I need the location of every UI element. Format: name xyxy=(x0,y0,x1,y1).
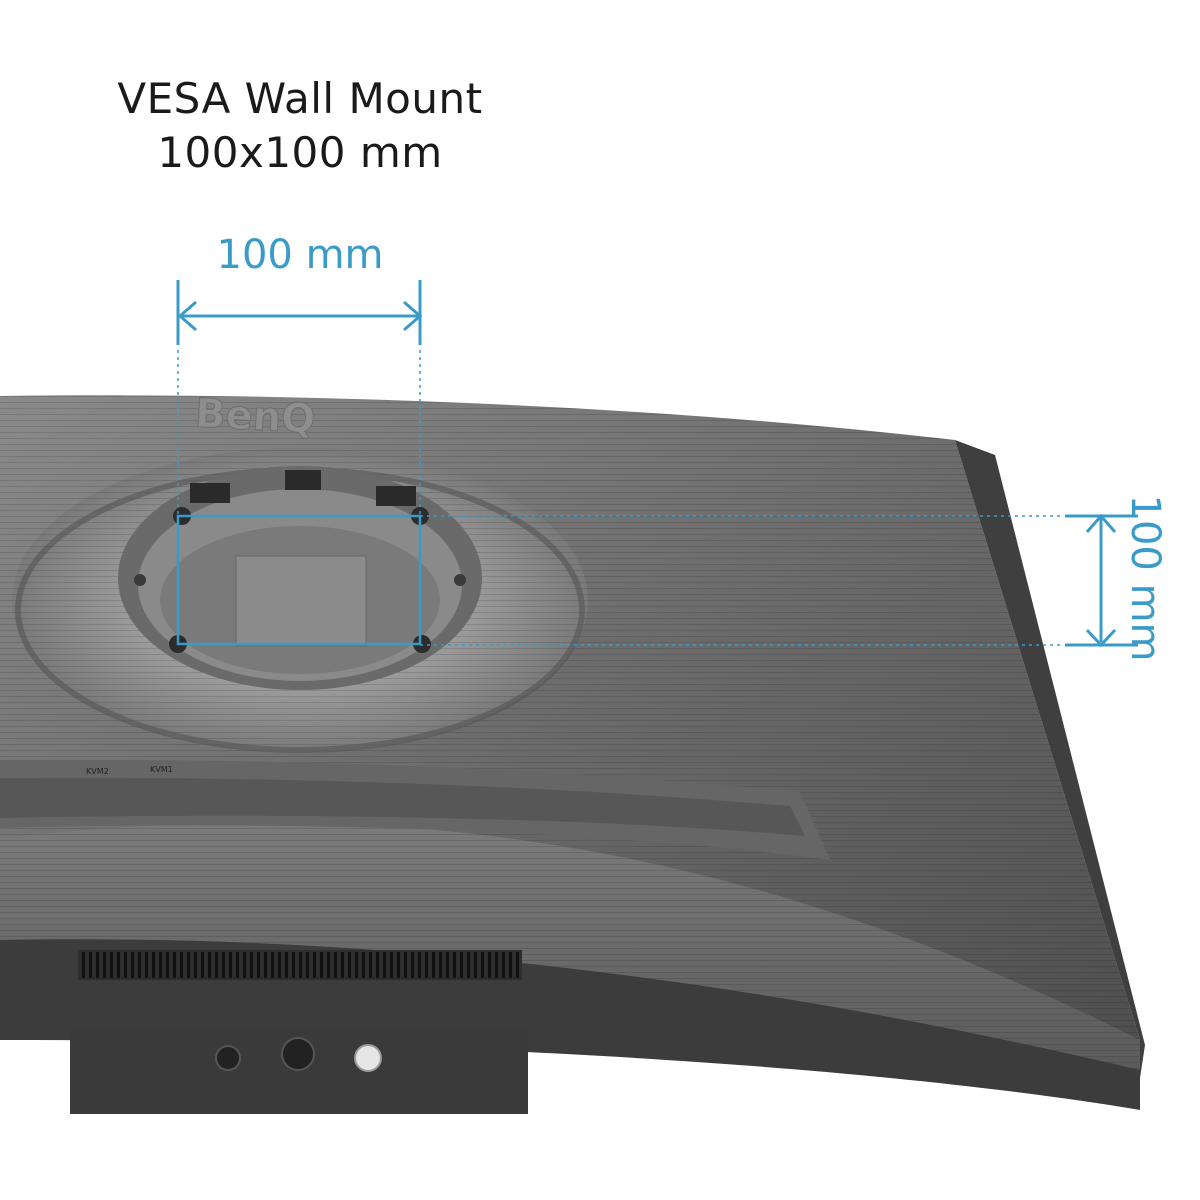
monitor-bottom-skirt xyxy=(0,939,1140,1110)
vent-slat xyxy=(117,952,120,978)
vent-slat xyxy=(509,952,512,978)
vent-slat xyxy=(215,952,218,978)
vent-slat xyxy=(250,952,253,978)
vent-slat xyxy=(432,952,435,978)
vent-slat xyxy=(194,952,197,978)
vent-slat xyxy=(355,952,358,978)
vent-slat xyxy=(222,952,225,978)
vesa-annotation xyxy=(176,280,1138,648)
vent-slat xyxy=(278,952,281,978)
screw-hole xyxy=(413,635,431,653)
brand-logo: BenQ xyxy=(194,391,316,443)
vent-slat xyxy=(439,952,442,978)
vent-slat xyxy=(516,952,519,978)
vent-slat xyxy=(348,952,351,978)
vent-slat xyxy=(425,952,428,978)
vent-slat xyxy=(481,952,484,978)
mount-slot xyxy=(285,470,321,490)
vent-slat xyxy=(264,952,267,978)
vent-slat xyxy=(138,952,141,978)
port-label-kvm2: KVM2 xyxy=(86,767,109,776)
vent-slat xyxy=(103,952,106,978)
vent-slat xyxy=(341,952,344,978)
vent-slat xyxy=(362,952,365,978)
vent-slat xyxy=(257,952,260,978)
vent-slat xyxy=(243,952,246,978)
vent-slat xyxy=(271,952,274,978)
vent-slat xyxy=(236,952,239,978)
vent-slat xyxy=(397,952,400,978)
vent-slat xyxy=(467,952,470,978)
vent-slat xyxy=(502,952,505,978)
vent-slat xyxy=(411,952,414,978)
vent-slat xyxy=(460,952,463,978)
vent-slat xyxy=(383,952,386,978)
vent-slat xyxy=(390,952,393,978)
joystick-button xyxy=(215,1045,241,1071)
vent-slat xyxy=(173,952,176,978)
mount-slot xyxy=(190,483,230,503)
vent-slat xyxy=(292,952,295,978)
vent-slat xyxy=(166,952,169,978)
vent-slat xyxy=(82,952,85,978)
vent-slat xyxy=(488,952,491,978)
vent-slat xyxy=(131,952,134,978)
vent-slat xyxy=(110,952,113,978)
vent-slat xyxy=(327,952,330,978)
vent-slat xyxy=(187,952,190,978)
vent-slat xyxy=(299,952,302,978)
vent-slat xyxy=(474,952,477,978)
vent-slat xyxy=(369,952,372,978)
vent-slat xyxy=(159,952,162,978)
vent-slat xyxy=(96,952,99,978)
vent-slat xyxy=(334,952,337,978)
vesa-square xyxy=(176,514,422,646)
vent-slat xyxy=(229,952,232,978)
vent-slat xyxy=(404,952,407,978)
power-button xyxy=(354,1044,382,1072)
vent-slat xyxy=(208,952,211,978)
title-line-2: 100x100 mm xyxy=(157,128,443,177)
vent-slat xyxy=(313,952,316,978)
port-label-kvm1: KVM1 xyxy=(150,765,173,774)
vent-slat xyxy=(124,952,127,978)
vent-slat xyxy=(201,952,204,978)
vent-slat xyxy=(320,952,323,978)
vent-slat xyxy=(152,952,155,978)
vent-slat xyxy=(145,952,148,978)
vent-slat xyxy=(180,952,183,978)
vent-slat xyxy=(376,952,379,978)
page-title: VESA Wall Mount 100x100 mm xyxy=(60,72,540,180)
vent-slat xyxy=(495,952,498,978)
vent-slat xyxy=(418,952,421,978)
vent-slat xyxy=(306,952,309,978)
vent-slat xyxy=(446,952,449,978)
vent-slat xyxy=(285,952,288,978)
title-line-1: VESA Wall Mount xyxy=(117,74,483,123)
vent-slat xyxy=(89,952,92,978)
vent-grille xyxy=(78,950,522,980)
vent-slat xyxy=(453,952,456,978)
vertical-dimension-label: 100 mm xyxy=(1122,494,1168,662)
mount-slot xyxy=(376,486,416,506)
control-button xyxy=(281,1037,315,1071)
horizontal-dimension-label: 100 mm xyxy=(216,232,384,278)
